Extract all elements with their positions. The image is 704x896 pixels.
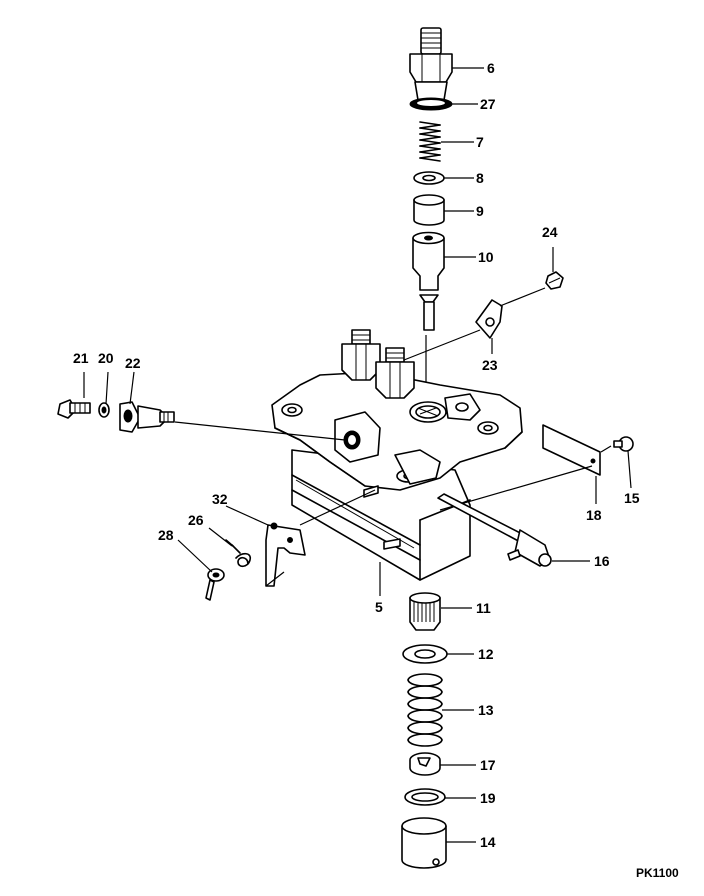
callout-24: 24 — [542, 224, 558, 240]
callout-7: 7 — [476, 134, 484, 150]
part-15-bolt — [613, 436, 634, 452]
callout-12: 12 — [478, 646, 494, 662]
callout-26: 26 — [188, 512, 204, 528]
part-24-bolt — [545, 247, 564, 290]
callout-11: 11 — [476, 600, 491, 616]
callout-22: 22 — [125, 355, 141, 371]
callout-19: 19 — [480, 790, 496, 806]
part-32-bracket — [265, 522, 306, 587]
callout-17: 17 — [480, 757, 496, 773]
callout-28: 28 — [158, 527, 174, 543]
callout-8: 8 — [476, 170, 484, 186]
part-28-lever — [205, 568, 225, 601]
part-21-screw — [57, 399, 91, 419]
callout-18: 18 — [586, 507, 602, 523]
callout-20: 20 — [98, 350, 114, 366]
part-26-spring — [225, 539, 252, 568]
part-11-plunger — [409, 592, 441, 631]
part-20-washer — [98, 402, 110, 418]
callout-5: 5 — [375, 599, 383, 615]
part-7-spring — [419, 121, 441, 162]
callout-27: 27 — [480, 96, 496, 112]
part-5-pump-body — [271, 371, 523, 581]
drawing-code: PK1100 — [636, 866, 679, 880]
callout-6: 6 — [487, 60, 495, 76]
part-16-control-rod — [437, 493, 552, 567]
part-18-plate — [542, 424, 601, 476]
part-14-tappet — [401, 817, 447, 869]
part-12-washer — [402, 644, 448, 664]
callout-10: 10 — [478, 249, 494, 265]
callout-leaders — [177, 67, 632, 843]
part-27-gasket — [409, 97, 453, 111]
callout-32: 32 — [212, 491, 228, 507]
part-23-clamp — [475, 299, 503, 339]
part-13-spring — [407, 673, 443, 747]
callout-23: 23 — [482, 357, 498, 373]
callout-13: 13 — [478, 702, 494, 718]
callout-16: 16 — [594, 553, 610, 569]
callout-14: 14 — [480, 834, 496, 850]
callout-15: 15 — [624, 490, 640, 506]
part-6-delivery-valve-holder — [409, 27, 453, 101]
part-10-delivery-valve — [412, 231, 445, 400]
part-22-banjo-bolt — [119, 401, 175, 433]
pump-outlet-fittings — [341, 329, 415, 399]
part-17-spring-seat — [409, 752, 441, 776]
part-9-valve — [413, 194, 445, 226]
part-8-washer — [413, 171, 445, 185]
callout-21: 21 — [73, 350, 89, 366]
part-19-washer — [404, 788, 446, 806]
callout-labels: 6 27 7 8 9 10 24 23 21 20 22 32 26 28 5 … — [73, 60, 679, 880]
callout-9: 9 — [476, 203, 484, 219]
